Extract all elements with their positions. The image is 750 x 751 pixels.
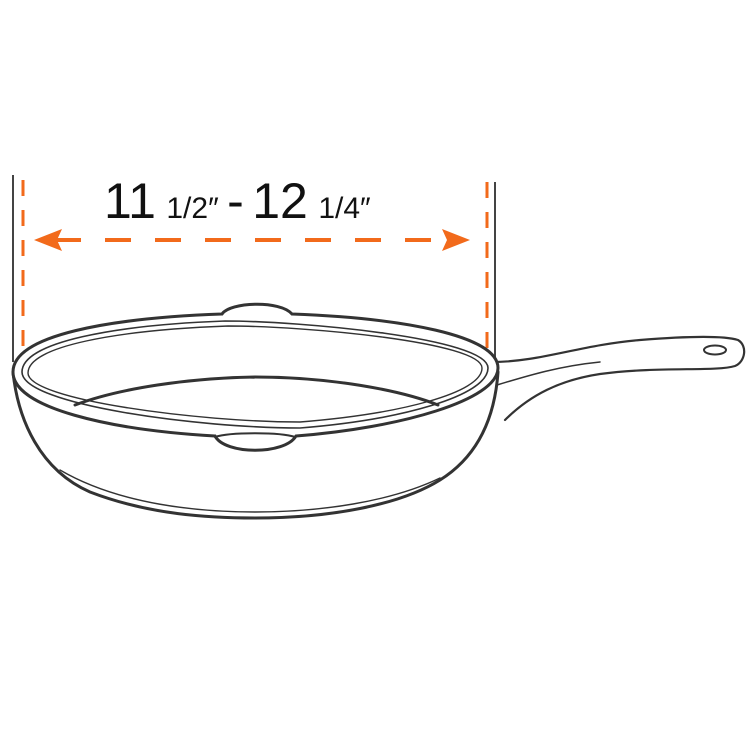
- pan-handle: [490, 335, 746, 422]
- max-whole: 12: [252, 173, 308, 229]
- min-whole: 11: [104, 173, 156, 229]
- left-arrowhead: [34, 229, 62, 251]
- separator: -: [227, 173, 244, 229]
- frying-pan-illustration: [11, 302, 746, 520]
- right-arrowhead: [442, 229, 470, 251]
- handle-hole: [703, 344, 727, 356]
- max-fraction: 1/4″: [318, 192, 371, 225]
- pan-floor: [73, 375, 440, 407]
- measurement-label: 11 1/2″ - 12 1/4″: [104, 173, 371, 229]
- min-fraction: 1/2″: [166, 192, 219, 225]
